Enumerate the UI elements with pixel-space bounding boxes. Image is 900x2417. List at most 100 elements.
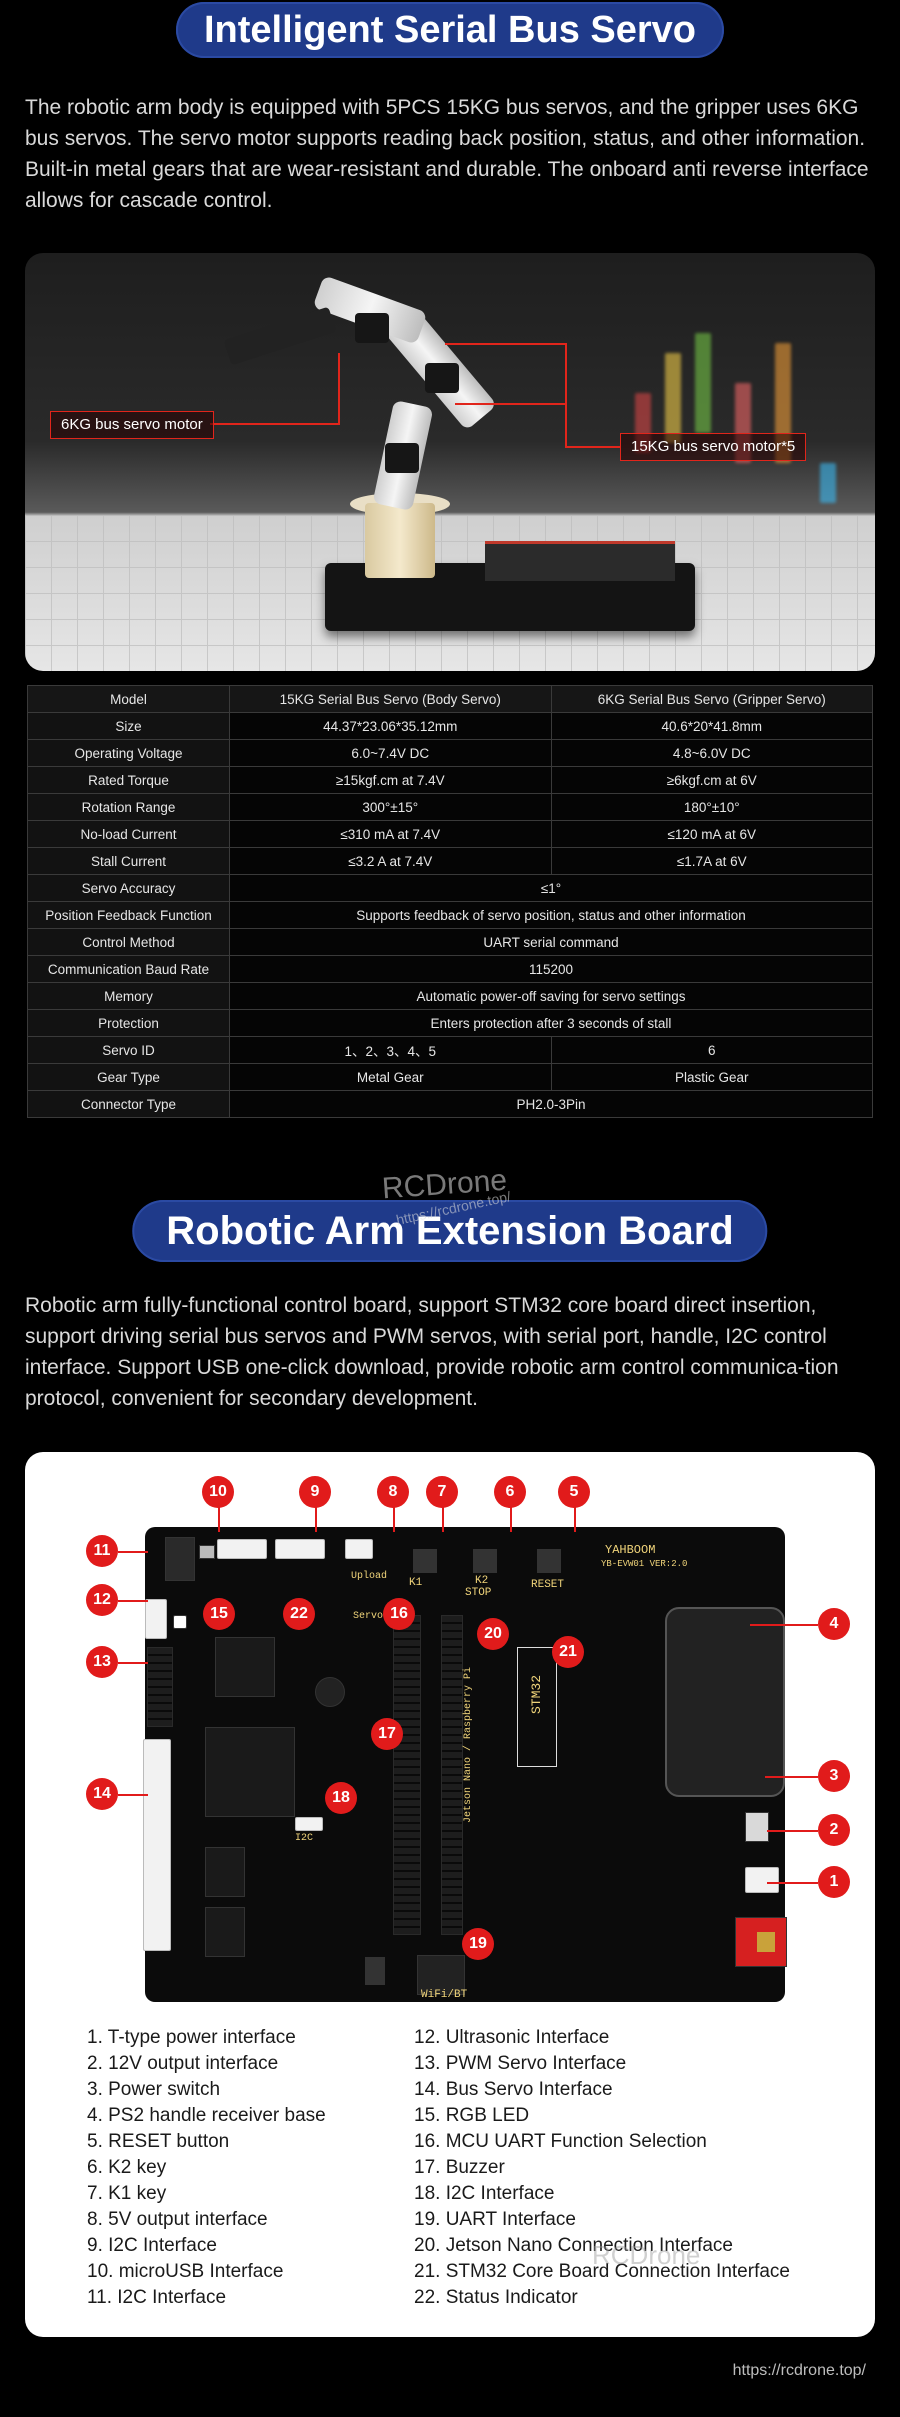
output-12v-connector	[745, 1867, 779, 1893]
marker-5: 5	[558, 1476, 590, 1508]
table-row: Communication Baud Rate 115200	[27, 955, 873, 983]
list-item: 21. STM32 Core Board Connection Interfac…	[414, 2261, 790, 2282]
ps2-receiver-base	[665, 1607, 785, 1797]
table-cell: 6	[550, 1036, 873, 1064]
i2c-connector	[295, 1817, 323, 1831]
chip	[215, 1637, 275, 1697]
table-cell: Control Method	[27, 928, 230, 956]
table-cell: 6KG Serial Bus Servo (Gripper Servo)	[550, 685, 873, 713]
table-cell: Communication Baud Rate	[27, 955, 230, 983]
list-item: 8. 5V output interface	[87, 2209, 268, 2230]
rgb-led	[173, 1615, 187, 1629]
marker-6: 6	[494, 1476, 526, 1508]
marker-19: 19	[462, 1928, 494, 1960]
servo-intro-text: The robotic arm body is equipped with 5P…	[25, 96, 869, 212]
legend-column-right: 12. Ultrasonic Interface 13. PWM Servo I…	[414, 2025, 794, 2311]
uart-header	[365, 1957, 385, 1985]
list-item: 10. microUSB Interface	[87, 2261, 284, 2282]
table-cell: ≤120 mA at 6V	[550, 820, 873, 848]
marker-3: 3	[818, 1760, 850, 1792]
ultrasonic-connector	[145, 1599, 167, 1639]
list-item: 20. Jetson Nano Connection Interface	[414, 2235, 733, 2256]
table-cell: 180°±10°	[550, 793, 873, 821]
servo-body	[385, 443, 419, 473]
table-cell: Connector Type	[27, 1090, 230, 1118]
table-cell: Rotation Range	[27, 793, 230, 821]
table-cell: UART serial command	[229, 928, 873, 956]
marker-21: 21	[552, 1636, 584, 1668]
footer-url-link[interactable]: https://rcdrone.top/	[732, 2362, 866, 2379]
marker-12: 12	[86, 1584, 118, 1616]
marker-22: 22	[283, 1598, 315, 1630]
k1-label: K1	[409, 1577, 423, 1589]
table-cell: Protection	[27, 1009, 230, 1037]
table-row: Servo Accuracy ≤1°	[27, 874, 873, 902]
table-cell: 1、2、3、4、5	[229, 1036, 552, 1064]
marker-2: 2	[818, 1814, 850, 1846]
marker-15: 15	[203, 1598, 235, 1630]
list-item: 15. RGB LED	[414, 2105, 530, 2126]
list-item: 18. I2C Interface	[414, 2183, 555, 2204]
list-item: 22. Status Indicator	[414, 2287, 578, 2308]
power-5v-connector	[345, 1539, 373, 1559]
table-cell: Rated Torque	[27, 766, 230, 794]
list-item: 11. I2C Interface	[87, 2287, 227, 2308]
capacitor	[205, 1847, 245, 1897]
list-item: 13. PWM Servo Interface	[414, 2053, 627, 2074]
table-cell: 40.6*20*41.8mm	[550, 712, 873, 740]
marker-16: 16	[383, 1598, 415, 1630]
wifi-module	[417, 1955, 465, 1995]
table-row: Rotation Range 300°±15° 180°±10°	[27, 793, 873, 821]
jetson-nano-header	[393, 1615, 421, 1935]
stop-label: STOP	[465, 1587, 492, 1599]
k1-key	[413, 1549, 437, 1573]
table-cell: Operating Voltage	[27, 739, 230, 767]
i2c-connector	[217, 1539, 267, 1559]
list-item: 12. Ultrasonic Interface	[414, 2027, 610, 2048]
list-item: 6. K2 key	[87, 2157, 167, 2178]
watermark: RCDrone	[592, 2240, 701, 2270]
list-item: 7. K1 key	[87, 2183, 167, 2204]
servo-spec-table: Model 15KG Serial Bus Servo (Body Servo)…	[27, 685, 873, 1118]
table-cell: ≤1°	[229, 874, 873, 902]
marker-8: 8	[377, 1476, 409, 1508]
k2-key	[473, 1549, 497, 1573]
table-row: Protection Enters protection after 3 sec…	[27, 1009, 873, 1037]
table-row: Control Method UART serial command	[27, 928, 873, 956]
stm32-label: STM32	[529, 1675, 544, 1715]
extension-board: K1 K2 STOP RESET YAHBOOM YB-EVW01 VER:2.…	[143, 1527, 787, 2002]
table-row: Operating Voltage 6.0~7.4V DC 4.8~6.0V D…	[27, 739, 873, 767]
marker-9: 9	[299, 1476, 331, 1508]
table-cell: Stall Current	[27, 847, 230, 875]
marker-10: 10	[202, 1476, 234, 1508]
buzzer	[315, 1677, 345, 1707]
list-item: 17. Buzzer	[414, 2157, 505, 2178]
marker-20: 20	[477, 1618, 509, 1650]
stm32-outline	[517, 1647, 557, 1767]
stm32-core-header	[441, 1615, 463, 1935]
list-item: 9. I2C Interface	[87, 2235, 217, 2256]
table-cell: ≤1.7A at 6V	[550, 847, 873, 875]
marker-4: 4	[818, 1608, 850, 1640]
list-item: 3. Power switch	[87, 2079, 221, 2100]
list-item: 2. 12V output interface	[87, 2053, 279, 2074]
table-row: Model 15KG Serial Bus Servo (Body Servo)…	[27, 685, 873, 713]
marker-11: 11	[86, 1535, 118, 1567]
table-row: Position Feedback Function Supports feed…	[27, 901, 873, 929]
list-item: 19. UART Interface	[414, 2209, 576, 2230]
table-row: Size 44.37*23.06*35.12mm 40.6*20*41.8mm	[27, 712, 873, 740]
model-label: YB-EVW01 VER:2.0	[601, 1559, 688, 1569]
arm-control-board	[485, 541, 675, 581]
table-cell: Memory	[27, 982, 230, 1010]
marker-18: 18	[325, 1782, 357, 1814]
table-row: Servo ID 1、2、3、4、5 6	[27, 1036, 873, 1064]
robotic-arm-photo: 6KG bus servo motor 15KG bus servo motor…	[25, 253, 875, 671]
legend-column-left: 1. T-type power interface 2. 12V output …	[87, 2025, 467, 2311]
list-item: 14. Bus Servo Interface	[414, 2079, 613, 2100]
marker-17: 17	[371, 1718, 403, 1750]
table-row: Stall Current ≤3.2 A at 7.4V ≤1.7A at 6V	[27, 847, 873, 875]
table-cell: 15KG Serial Bus Servo (Body Servo)	[229, 685, 552, 713]
reset-key	[537, 1549, 561, 1573]
reset-label: RESET	[531, 1579, 565, 1591]
board-intro-text: Robotic arm fully-functional control boa…	[25, 1294, 839, 1410]
